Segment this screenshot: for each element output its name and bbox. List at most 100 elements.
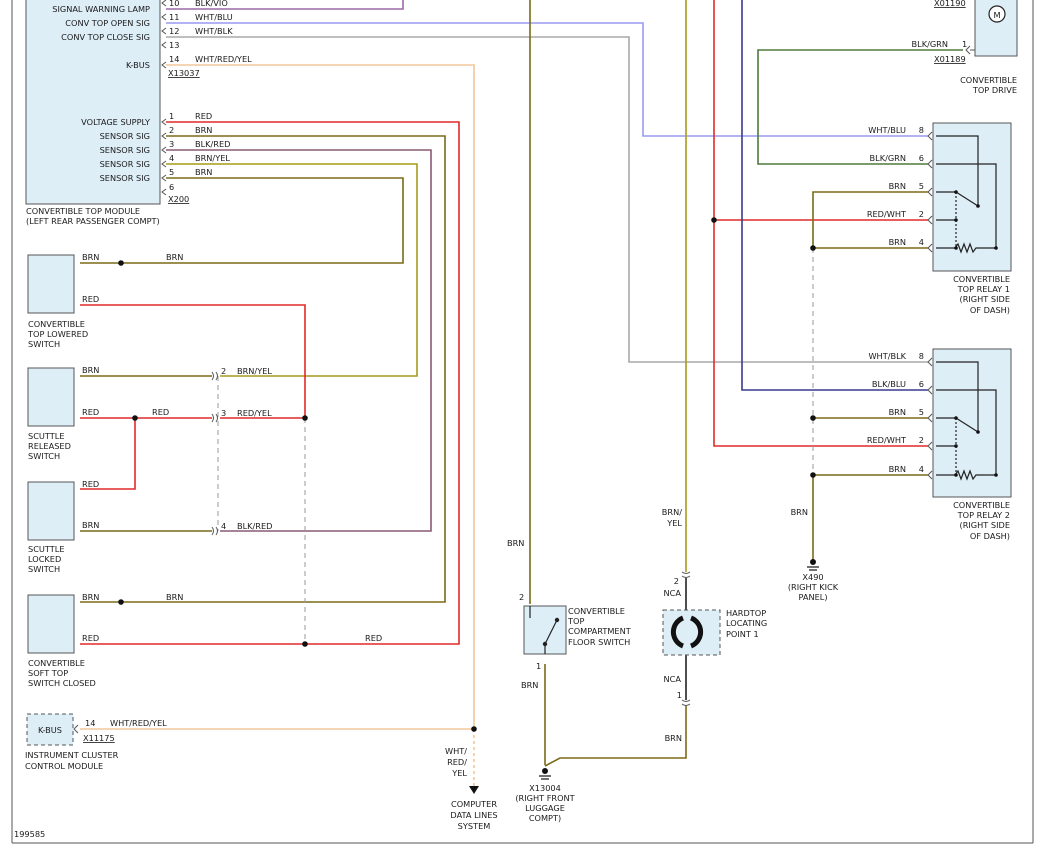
relay-name: (RIGHT SIDE [960,294,1011,304]
inline-connector-marks [211,371,691,706]
module-connector-marks [161,0,167,196]
wire-blk-blu [741,0,928,391]
wire-label: RED [82,294,99,304]
hardtop-name: HARDTOP [726,608,766,618]
motor-symbol: M [993,10,1000,20]
wire-label: BRN [195,125,212,135]
ground-icon [539,768,551,780]
wire-label: BRN [82,252,99,262]
pin-number: 6 [919,153,924,163]
ground-icon [807,559,819,571]
wire-voltage-supply [80,121,460,645]
convertible-top-module-box [25,0,161,205]
scuttle-locked-switch-box [27,481,75,541]
switch-name: CONVERTIBLE [28,658,85,668]
drive-name: TOP DRIVE [972,85,1017,95]
wire-wht-blk [166,36,928,363]
wire-relay1-brn [812,191,928,249]
wire-sensor-3 [166,149,432,532]
switch-name: SOFT TOP [28,668,68,678]
wire-label: RED/YEL [237,408,272,418]
wire-label: BRN/YEL [195,153,230,163]
module-pin-label: CONV TOP OPEN SIG [65,18,150,28]
wire-label: BLK/GRN [870,153,906,163]
relay-1-connector-marks [927,131,933,253]
soft-top-closed-switch-box [27,594,75,654]
pin-number: 2 [919,209,924,219]
wire-label: BRN [889,237,906,247]
hardtop-name: POINT 1 [726,629,759,639]
switch-name: RELEASED [28,441,71,451]
module-pin-label: K-BUS [126,60,150,70]
connector-label: X13037 [168,68,200,78]
module-pin-label: VOLTAGE SUPPLY [81,117,151,127]
floor-switch-name: FLOOR SWITCH [568,637,630,647]
pin-number: 6 [919,379,924,389]
wire-label: BRN [889,464,906,474]
wire-label: WHT/ [445,746,467,756]
hardtop-contact-icon [689,615,704,649]
switch-name: CONVERTIBLE [28,319,85,329]
wire-label: BRN [889,181,906,191]
cluster-connector-mark [73,724,79,734]
cluster-pin-label: K-BUS [38,725,62,735]
module-pin-number: 3 [169,139,174,149]
ground-desc: (RIGHT FRONT [515,793,575,803]
wire-label: BRN [791,507,808,517]
wire-locked-red [80,418,136,490]
arrow-down-icon [469,786,479,794]
nca-label: NCA [664,588,682,598]
module-pin-number: 2 [169,125,174,135]
pin-number: 3 [221,408,226,418]
wire-label: BLK/VIO [195,0,228,8]
wire-blk-vio [166,0,404,10]
switch-name: LOCKED [28,554,61,564]
convertible-top-lowered-switch-box [27,254,75,314]
connector-label: X11175 [83,733,115,743]
wire-label: BRN [195,167,212,177]
module-pin-label: SIGNAL WARNING LAMP [52,4,150,14]
module-pin-number: 14 [169,54,179,64]
switch-name: SWITCH CLOSED [28,678,96,688]
drive-name: CONVERTIBLE [960,75,1017,85]
wire-label: RED [82,479,99,489]
wire-wht-blu [166,22,928,137]
wire-label: BRN [166,592,183,602]
relay-2-nodes [954,416,998,477]
pin-number: 2 [919,435,924,445]
wire-label: BRN [521,680,538,690]
connector-label: X200 [168,194,189,204]
wire-hardtop-ground [544,706,687,767]
instrument-cluster-box [26,713,74,746]
module-pin-number: 10 [169,0,179,8]
motor-icon [988,5,1006,23]
relay-name: OF DASH) [970,305,1010,315]
wire-label: BRN [82,592,99,602]
module-pin-number: 5 [169,167,174,177]
switch-name: SWITCH [28,339,60,349]
hardtop-contact-icon [670,615,685,649]
wire-sensor-2 [80,135,446,603]
floor-switch-name: COMPARTMENT [568,626,632,636]
relay-2-connector-marks [927,357,933,480]
convertible-top-relay-2-box [932,348,1012,498]
module-pin-label: SENSOR SIG [100,173,150,183]
switch-name: SCUTTLE [28,544,65,554]
relay-name: TOP RELAY 2 [957,510,1010,520]
relay-1-internal [936,135,997,254]
pin-number: 5 [919,181,924,191]
cluster-name: CONTROL MODULE [25,761,103,771]
wire-label: BRN [82,365,99,375]
wire-label: BRN/YEL [237,366,272,376]
pin-number: 1 [962,39,967,49]
wire-label: RED/WHT [867,209,907,219]
pin-number: 8 [919,351,924,361]
data-lines-name: COMPUTER [451,799,497,809]
wire-label: BLK/RED [237,521,272,531]
module-pin-number: 13 [169,40,179,50]
wire-label: YEL [451,768,467,778]
wire-label: YEL [666,518,682,528]
wire-label: BRN [166,252,183,262]
